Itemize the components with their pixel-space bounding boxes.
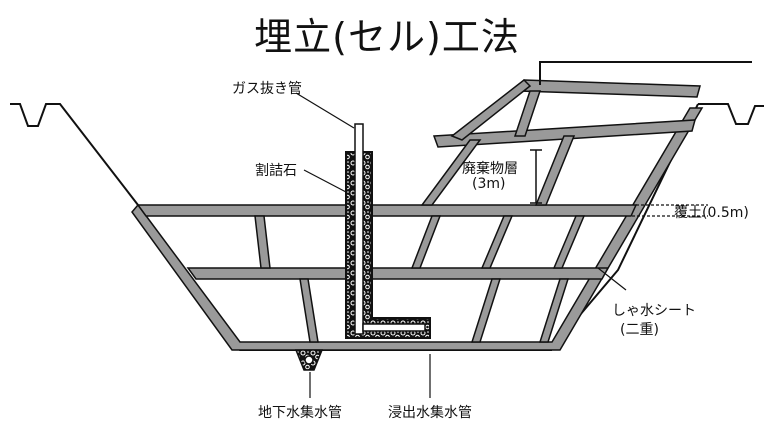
crushed-stone-label: 割詰石: [255, 163, 297, 179]
diagram-title: 埋立(セル)工法: [254, 15, 520, 59]
cover-soil-label: 覆土(0.5m): [674, 205, 749, 221]
liner-label: しゃ水シート: [612, 303, 696, 319]
leader-lines: [295, 92, 708, 398]
liner-and-cover-structure: [131, 79, 704, 351]
ground-marker: [539, 61, 752, 85]
liner-double-label: (二重): [620, 322, 659, 338]
waste-layer-label: 廃棄物層: [462, 161, 518, 177]
left-ground-ditch: [10, 103, 139, 206]
gas-pipe-label: ガス抜き管: [232, 81, 302, 97]
leachate-pipe-label: 浸出水集水管: [388, 405, 472, 421]
waste-layer-dimension: [530, 149, 542, 204]
right-ground-ditch: [698, 103, 764, 125]
leachate-pipe: [362, 323, 426, 332]
gas-vent-pipe: [354, 123, 364, 335]
groundwater-pipe-label: 地下水集水管: [258, 405, 342, 421]
crushed-stone-column: [345, 151, 431, 339]
waste-layer-thickness: (3m): [472, 176, 506, 192]
